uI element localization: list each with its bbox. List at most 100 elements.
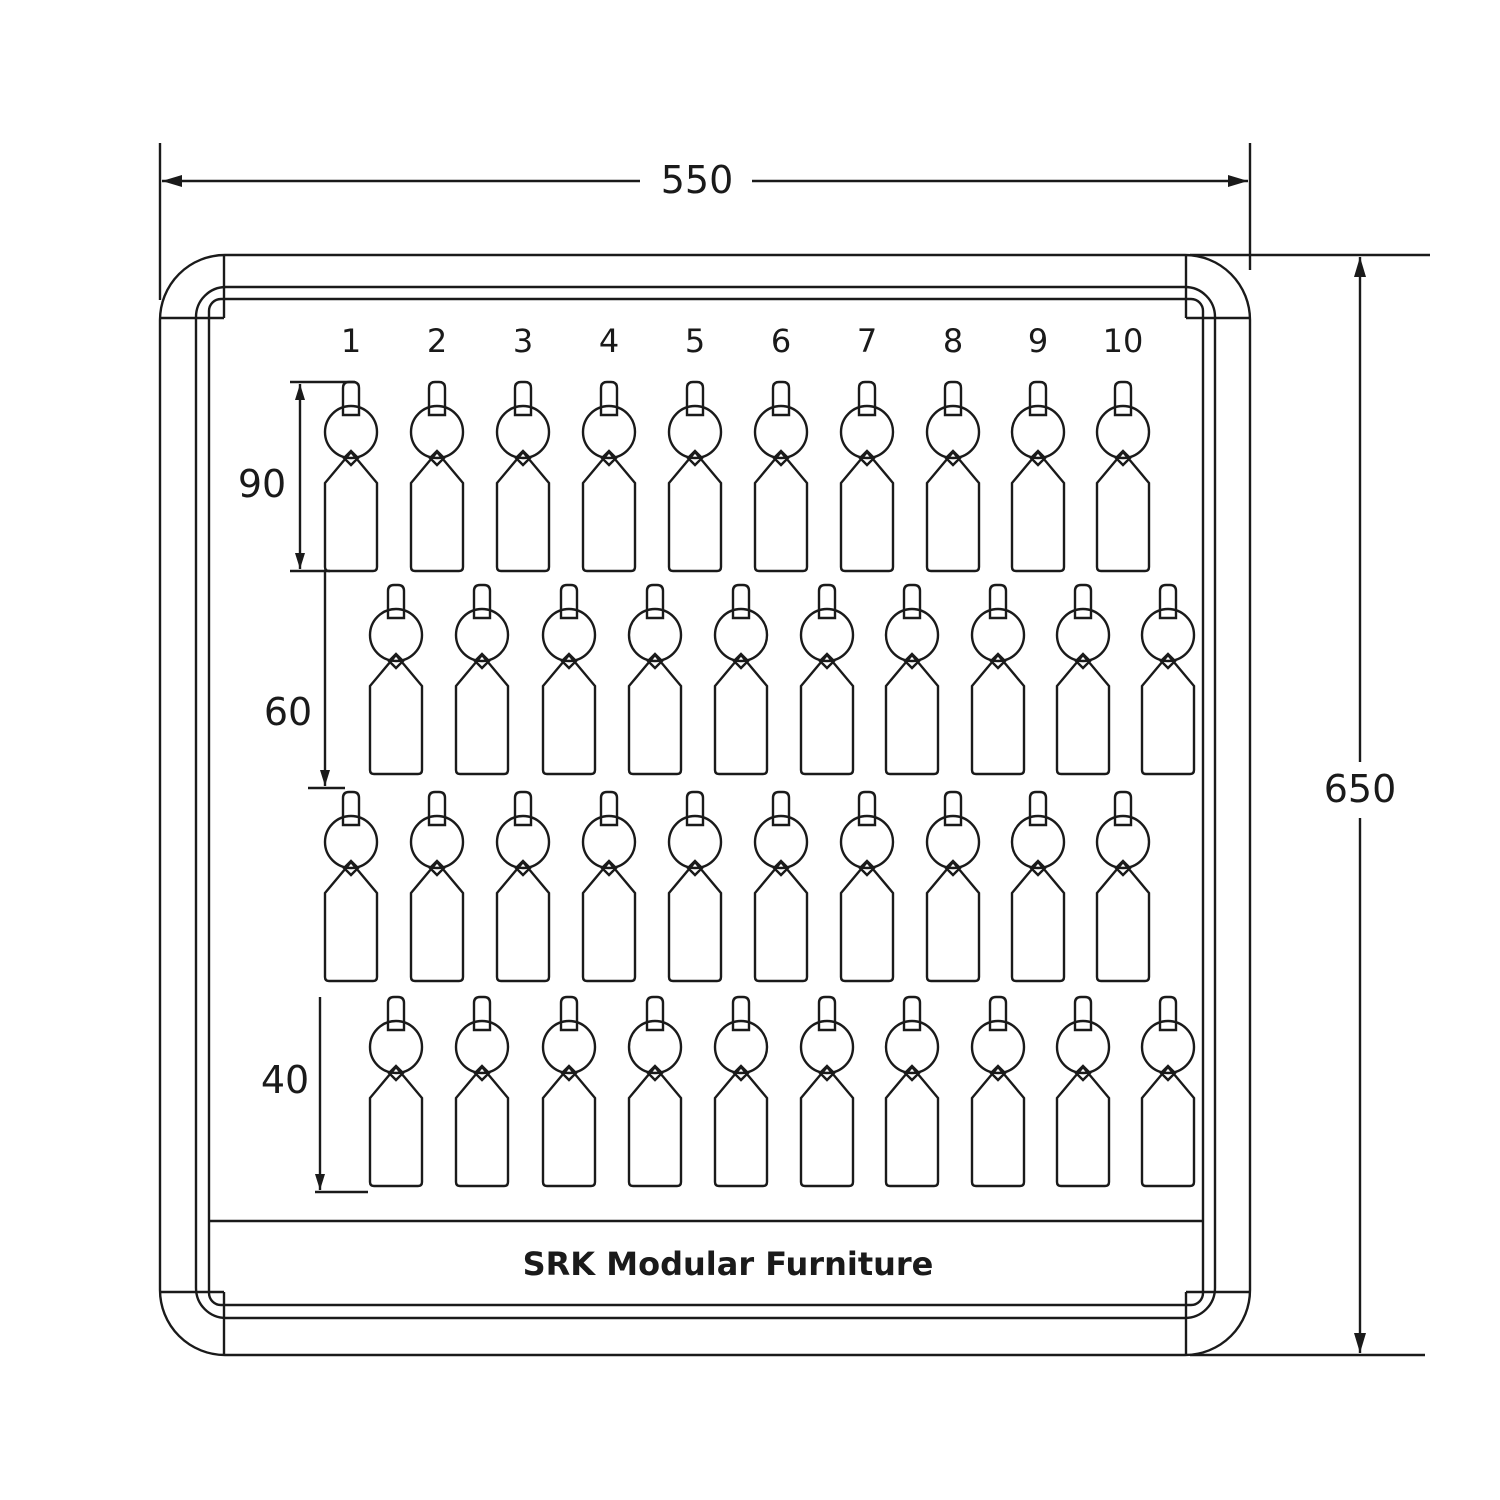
key-tag	[1010, 380, 1066, 573]
hook-icon	[771, 380, 791, 417]
hook-icon	[645, 995, 665, 1032]
hook-icon	[685, 790, 705, 827]
row-spacing-dimensions: 90 60 40	[238, 380, 368, 1194]
hook-icon	[341, 380, 361, 417]
height-label: 650	[1324, 767, 1397, 811]
key-tag	[884, 995, 940, 1188]
hook-icon	[427, 380, 447, 417]
key-tag	[839, 790, 895, 983]
hook-number: 1	[341, 322, 361, 360]
key-tag	[541, 583, 597, 776]
key-tag	[409, 790, 465, 983]
hook-icon	[472, 995, 492, 1032]
key-hooks	[323, 380, 1196, 1188]
key-tag	[799, 583, 855, 776]
hook-icon	[559, 583, 579, 620]
hook-icon	[902, 583, 922, 620]
key-tag	[495, 790, 551, 983]
key-tag	[1095, 790, 1151, 983]
hook-icon	[1028, 790, 1048, 827]
hook-icon	[513, 790, 533, 827]
hook-icon	[988, 583, 1008, 620]
hook-number: 5	[685, 322, 705, 360]
key-tag	[323, 380, 379, 573]
hook-icon	[857, 790, 877, 827]
hook-icon	[599, 380, 619, 417]
hook-icon	[1158, 583, 1178, 620]
key-tag	[409, 380, 465, 573]
key-tag	[884, 583, 940, 776]
hook-icon	[341, 790, 361, 827]
key-tag	[368, 995, 424, 1188]
key-tag	[368, 583, 424, 776]
hook-icon	[1113, 790, 1133, 827]
hook-number: 9	[1028, 322, 1048, 360]
key-tag	[1140, 583, 1196, 776]
hook-number: 3	[513, 322, 533, 360]
hook-numbers: 1 2 3 4 5 6 7 8 9 10	[341, 322, 1144, 360]
brand-label: SRK Modular Furniture	[523, 1245, 934, 1283]
height-dimension: 650	[1190, 253, 1430, 1357]
key-tag	[667, 790, 723, 983]
key-tag	[627, 583, 683, 776]
hook-icon	[943, 380, 963, 417]
key-tag	[667, 380, 723, 573]
hook-icon	[427, 790, 447, 827]
hook-icon	[817, 995, 837, 1032]
key-tag	[323, 790, 379, 983]
hook-icon	[1073, 995, 1093, 1032]
hook-icon	[988, 995, 1008, 1032]
key-tag	[627, 995, 683, 1188]
hook-number: 10	[1103, 322, 1144, 360]
key-tag	[581, 380, 637, 573]
key-tag	[799, 995, 855, 1188]
key-tag	[454, 995, 510, 1188]
hook-number: 8	[943, 322, 963, 360]
hook-icon	[731, 583, 751, 620]
key-tag	[925, 790, 981, 983]
key-tag	[1010, 790, 1066, 983]
spacing-label-90: 90	[238, 462, 286, 506]
hook-number: 4	[599, 322, 619, 360]
key-tag	[839, 380, 895, 573]
hook-icon	[1113, 380, 1133, 417]
hook-icon	[685, 380, 705, 417]
hook-icon	[559, 995, 579, 1032]
hook-number: 6	[771, 322, 791, 360]
hook-icon	[857, 380, 877, 417]
hook-icon	[902, 995, 922, 1032]
key-tag	[925, 380, 981, 573]
key-tag	[970, 995, 1026, 1188]
key-tag	[1095, 380, 1151, 573]
hook-number: 7	[857, 322, 877, 360]
key-tag	[753, 790, 809, 983]
hook-icon	[386, 583, 406, 620]
width-label: 550	[661, 158, 734, 202]
key-tag	[1140, 995, 1196, 1188]
key-tag	[970, 583, 1026, 776]
hook-icon	[513, 380, 533, 417]
cabinet-frame: SRK Modular Furniture	[158, 253, 1252, 1357]
key-tag	[713, 995, 769, 1188]
key-tag	[541, 995, 597, 1188]
key-tag	[495, 380, 551, 573]
hook-icon	[599, 790, 619, 827]
key-tag	[713, 583, 769, 776]
hook-icon	[1073, 583, 1093, 620]
key-tag	[753, 380, 809, 573]
hook-icon	[1158, 995, 1178, 1032]
width-dimension: 550	[158, 143, 1252, 300]
key-tag	[454, 583, 510, 776]
hook-icon	[943, 790, 963, 827]
hook-icon	[817, 583, 837, 620]
hook-icon	[386, 995, 406, 1032]
hook-number: 2	[427, 322, 447, 360]
hook-icon	[645, 583, 665, 620]
hook-icon	[1028, 380, 1048, 417]
key-tag	[1055, 995, 1111, 1188]
key-tag	[581, 790, 637, 983]
spacing-label-40: 40	[261, 1058, 309, 1102]
hook-icon	[771, 790, 791, 827]
key-tag	[1055, 583, 1111, 776]
